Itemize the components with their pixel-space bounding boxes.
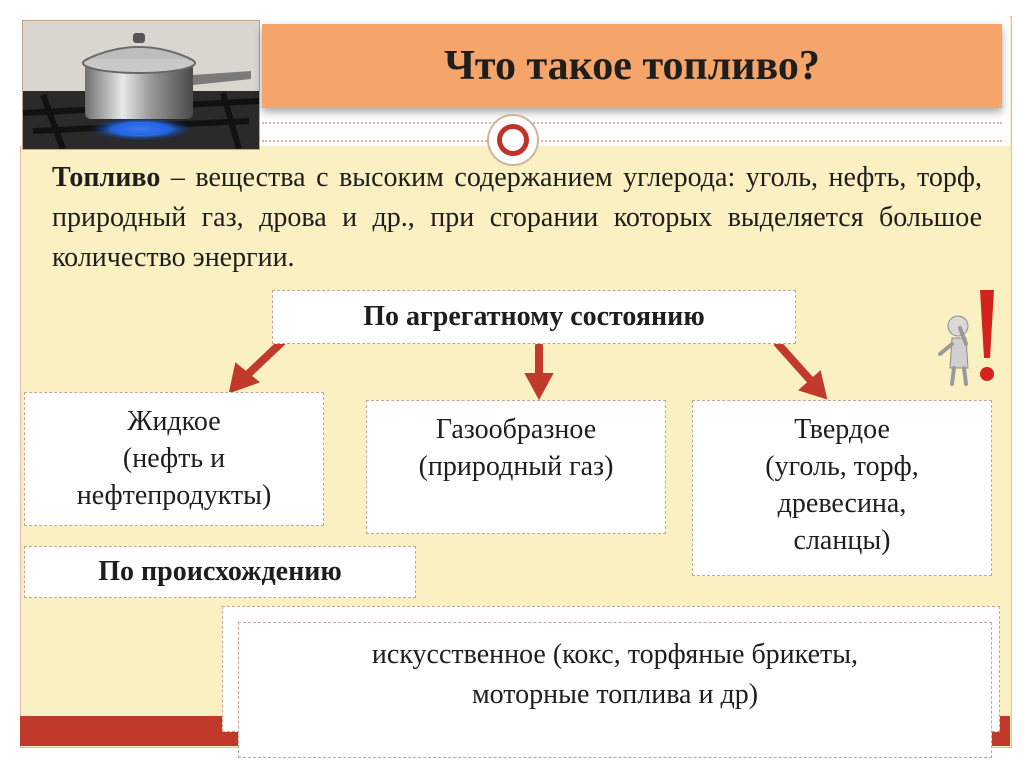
category-liquid-name: Жидкое	[127, 406, 221, 437]
title-bar: Что такое топливо?	[262, 24, 1002, 108]
definition-term: Топливо	[52, 162, 161, 193]
category-solid: Твердое (уголь, торф, древесина, сланцы)	[692, 400, 992, 576]
definition-paragraph: Топливо – вещества с высоким содержанием…	[52, 158, 982, 278]
origin-classification-label: По происхождению	[24, 546, 416, 598]
category-solid-detail-1: (уголь, торф,	[765, 451, 919, 482]
category-solid-name: Твердое	[794, 414, 890, 445]
arrow-down-icon	[228, 338, 286, 394]
category-gaseous-detail-1: (природный газ)	[418, 451, 614, 482]
category-gaseous-name: Газообразное	[435, 414, 597, 445]
ring-icon	[487, 114, 539, 166]
state-classification-text: По агрегатному состоянию	[363, 301, 705, 332]
category-liquid-detail-1: (нефть и	[122, 443, 226, 474]
category-solid-detail-3: сланцы)	[793, 525, 891, 556]
category-gaseous: Газообразное (природный газ)	[366, 400, 666, 534]
dotted-divider-bottom	[262, 140, 1002, 142]
arrow-down-icon	[524, 342, 554, 401]
origin-artificial-line-1: искусственное (кокс, торфяные брикеты,	[371, 639, 859, 670]
state-classification-label: По агрегатному состоянию	[272, 290, 796, 344]
definition-text: – вещества с высоким содержанием углерод…	[52, 162, 982, 273]
origin-artificial-box: искусственное (кокс, торфяные брикеты, м…	[238, 622, 992, 758]
cooking-pot-on-gas-stove-image	[22, 20, 260, 150]
category-liquid: Жидкое (нефть и нефтепродукты)	[24, 392, 324, 526]
origin-classification-text: По происхождению	[98, 556, 342, 587]
slide-title: Что такое топливо?	[444, 43, 820, 89]
arrow-down-icon	[774, 340, 828, 400]
category-solid-detail-2: древесина,	[777, 488, 907, 519]
dotted-divider-top	[262, 122, 1002, 124]
origin-artificial-line-2: моторные топлива и др)	[471, 679, 759, 710]
thinking-figure-exclamation-icon	[938, 290, 994, 386]
category-liquid-detail-2: нефтепродукты)	[76, 480, 272, 511]
